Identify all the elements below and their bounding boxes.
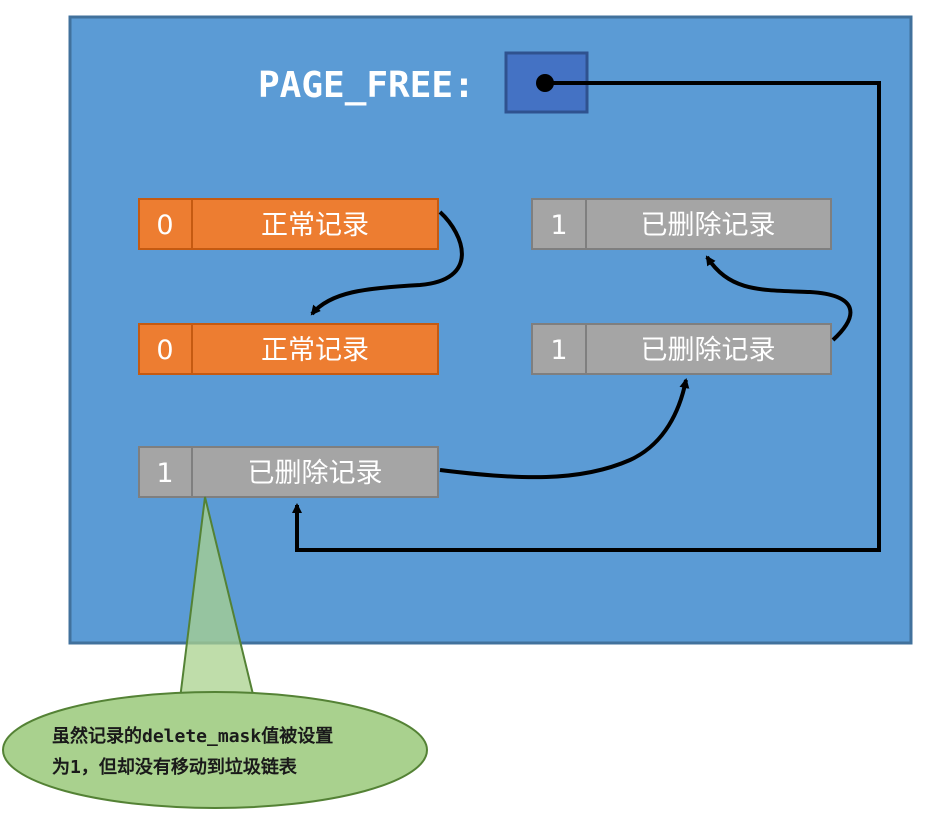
record-deleted-middle-mask: 1	[550, 335, 567, 366]
record-normal-2-mask: 0	[156, 335, 173, 366]
arrow-deleted-middle-to-deleted-top	[705, 255, 853, 342]
record-deleted-top-mask: 1	[550, 210, 567, 241]
record-deleted-unlinked-mask: 1	[156, 458, 173, 489]
record-normal-2: 0 正常记录	[138, 323, 439, 375]
callout-text-line-2: 为1，但却没有移动到垃圾链表	[52, 756, 298, 778]
record-deleted-top-label: 已删除记录	[641, 210, 776, 241]
record-normal-1-label: 正常记录	[261, 210, 369, 241]
record-deleted-middle: 1 已删除记录	[531, 323, 832, 375]
callout-text-line-1: 虽然记录的delete_mask值被设置	[52, 725, 333, 747]
record-deleted-top: 1 已删除记录	[531, 198, 832, 250]
record-deleted-unlinked: 1 已删除记录	[138, 446, 439, 498]
record-normal-1-mask: 0	[156, 210, 173, 241]
arrow-normal-1-to-normal-2	[310, 210, 464, 316]
arrow-page-free-to-deleted	[292, 81, 881, 552]
record-deleted-unlinked-label: 已删除记录	[248, 458, 383, 489]
callout-bubble	[2, 691, 428, 809]
record-normal-1: 0 正常记录	[138, 198, 439, 250]
arrow-deleted-left-to-deleted-middle	[439, 378, 690, 480]
page-free-label: PAGE_FREE:	[258, 65, 475, 106]
record-deleted-middle-label: 已删除记录	[641, 335, 776, 366]
record-normal-2-label: 正常记录	[261, 335, 369, 366]
